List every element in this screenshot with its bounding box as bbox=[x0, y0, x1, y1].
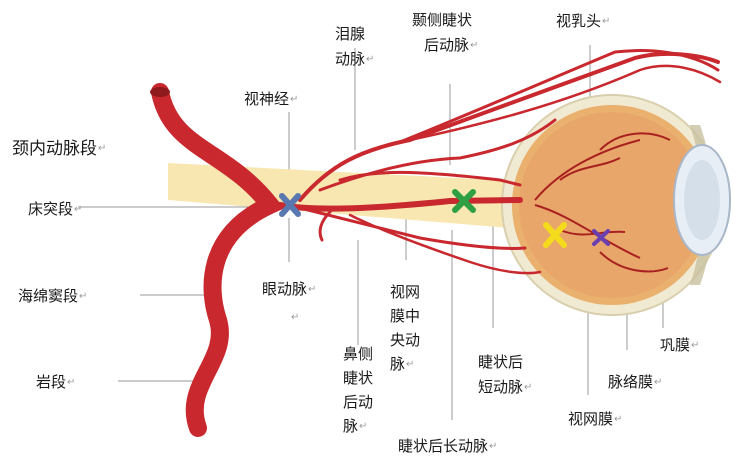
label-temporal-posterior-ciliary: 颞侧睫状后动脉↵ bbox=[412, 8, 478, 58]
label-lacrimal-artery: 泪腺动脉↵ bbox=[335, 22, 374, 72]
label-ica-segment: 颈内动脉段↵ bbox=[12, 139, 106, 159]
label-optic-disc: 视乳头↵ bbox=[556, 12, 610, 31]
label-petrous-segment: 岩段↵ bbox=[36, 373, 75, 392]
label-cavernous-segment: 海绵窦段↵ bbox=[18, 287, 87, 306]
label-sclera: 巩膜↵ bbox=[660, 336, 699, 355]
ophthalmic-return-mark: ↵ bbox=[290, 308, 299, 327]
label-optic-nerve: 视神经↵ bbox=[244, 90, 298, 109]
label-short-posterior-ciliary: 睫状后短动脉↵ bbox=[478, 350, 532, 400]
label-choroid: 脉络膜↵ bbox=[608, 373, 662, 392]
label-nasal-posterior-ciliary: 鼻侧 睫状 后动 脉↵ bbox=[343, 342, 373, 439]
label-long-posterior-ciliary: 睫状后长动脉↵ bbox=[398, 437, 497, 456]
label-ophthalmic-artery: 眼动脉↵ bbox=[262, 280, 316, 299]
label-retina: 视网膜↵ bbox=[568, 410, 622, 429]
label-central-retinal-artery: 视网 膜中 央动 脉↵ bbox=[390, 280, 420, 377]
label-clinoid-segment: 床突段↵ bbox=[28, 200, 82, 219]
